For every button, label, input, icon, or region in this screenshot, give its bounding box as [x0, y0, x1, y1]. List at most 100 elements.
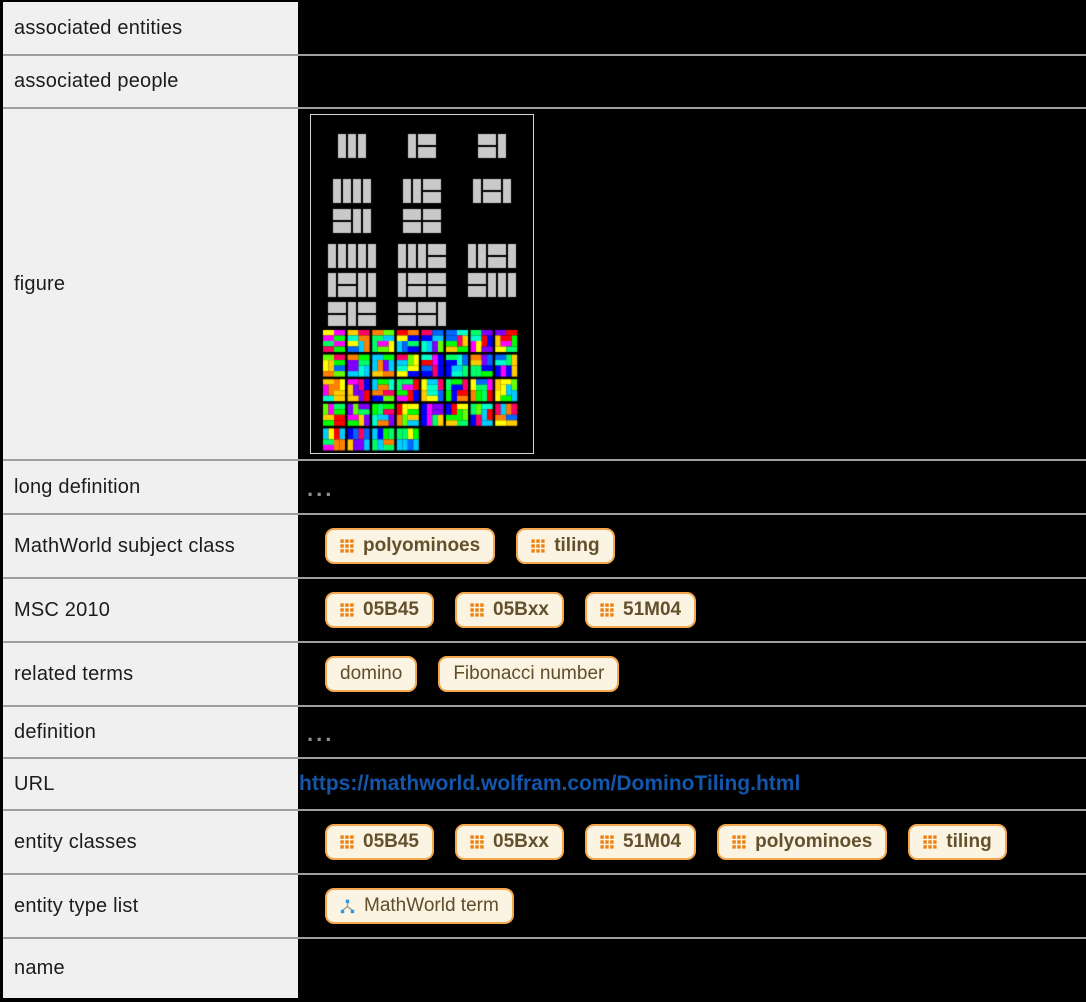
grid-icon: [531, 539, 545, 553]
grid-icon: [340, 603, 354, 617]
row-label: related terms: [14, 662, 134, 685]
row-label-cell: figure: [3, 109, 298, 459]
row-divider: [3, 705, 1086, 707]
badge-label: polyominoes: [363, 535, 481, 556]
url-link[interactable]: https://mathworld.wolfram.com/DominoTili…: [299, 772, 801, 795]
entity-badge[interactable]: 51M04: [585, 592, 697, 628]
table-row: URL https://mathworld.wolfram.com/DominoT…: [3, 759, 1086, 809]
row-label-cell: MSC 2010: [3, 579, 298, 641]
entity-badge[interactable]: tiling: [908, 824, 1007, 860]
entity-badge[interactable]: 05Bxx: [455, 824, 564, 860]
table-row: entity type list MathWorld term: [3, 875, 1086, 937]
entity-badge[interactable]: polyominoes: [717, 824, 888, 860]
entity-badge[interactable]: 05Bxx: [455, 592, 564, 628]
row-divider: [3, 54, 1086, 56]
badge-label: 05B45: [363, 599, 419, 620]
badge-label: 51M04: [623, 599, 682, 620]
row-divider: [3, 107, 1086, 109]
badge-label: Fibonacci number: [453, 663, 605, 684]
badge-label: MathWorld term: [364, 895, 499, 916]
row-value-cell: ...: [298, 461, 1086, 513]
grid-icon: [340, 539, 354, 553]
entity-badge[interactable]: 05B45: [325, 824, 434, 860]
grid-icon: [732, 835, 746, 849]
row-divider: [3, 757, 1086, 759]
row-divider: [3, 641, 1086, 643]
row-label: MathWorld subject class: [14, 534, 235, 557]
table-row: associated people: [3, 56, 1086, 107]
row-label: entity classes: [14, 830, 137, 853]
row-label: definition: [14, 720, 97, 743]
row-value-cell: [298, 2, 1086, 54]
row-value-cell: ...: [298, 707, 1086, 757]
row-label: long definition: [14, 475, 141, 498]
row-divider: [3, 577, 1086, 579]
table-row: definition...: [3, 707, 1086, 757]
badge-label: domino: [340, 663, 403, 684]
entity-badge[interactable]: MathWorld term: [325, 888, 514, 924]
grid-icon: [470, 603, 484, 617]
row-label-cell: MathWorld subject class: [3, 515, 298, 577]
row-label: associated entities: [14, 16, 183, 39]
grid-icon: [340, 835, 354, 849]
collapsed-value-ellipsis[interactable]: ...: [307, 476, 335, 501]
row-value-cell: [298, 56, 1086, 107]
collapsed-value-ellipsis[interactable]: ...: [307, 721, 335, 746]
badge-label: polyominoes: [755, 831, 873, 852]
row-label-cell: related terms: [3, 643, 298, 705]
grid-icon: [600, 835, 614, 849]
table-row: associated entities: [3, 2, 1086, 54]
table-row: related terms domino Fibonacci number: [3, 643, 1086, 705]
row-divider: [3, 809, 1086, 811]
badge-label: 51M04: [623, 831, 682, 852]
row-label-cell: name: [3, 939, 298, 998]
grid-icon: [470, 835, 484, 849]
entity-badge[interactable]: tiling: [516, 528, 615, 564]
row-value-cell: [298, 939, 1086, 998]
badge-label: tiling: [554, 535, 600, 556]
row-label-cell: associated entities: [3, 2, 298, 54]
badge-label: 05B45: [363, 831, 419, 852]
badge-label: 05Bxx: [493, 599, 549, 620]
row-label: name: [14, 957, 65, 979]
row-divider: [3, 513, 1086, 515]
row-value-cell: polyominoes tiling: [298, 515, 1086, 577]
table-row: name: [3, 939, 1086, 998]
table-row: entity classes 05B45 05Bxx 51M04 polyominoes…: [3, 811, 1086, 873]
figure-image: [310, 114, 534, 454]
badge-label: tiling: [946, 831, 992, 852]
row-value-cell: 05B45 05Bxx 51M04: [298, 579, 1086, 641]
row-label: MSC 2010: [14, 598, 111, 621]
table-row: MathWorld subject class polyominoes tiling: [3, 515, 1086, 577]
row-value-cell: 05B45 05Bxx 51M04 polyominoes tiling: [298, 811, 1086, 873]
row-label-cell: URL: [3, 759, 298, 809]
table-row: MSC 2010 05B45 05Bxx 51M04: [3, 579, 1086, 641]
row-value-cell: https://mathworld.wolfram.com/DominoTili…: [298, 759, 1086, 809]
table-row: figure: [3, 109, 1086, 459]
row-divider: [3, 873, 1086, 875]
entity-type-icon: [340, 899, 355, 913]
row-label: figure: [14, 272, 66, 295]
row-label: URL: [14, 772, 55, 795]
row-label: entity type list: [14, 894, 139, 917]
row-label-cell: entity type list: [3, 875, 298, 937]
row-divider: [3, 937, 1086, 939]
grid-icon: [600, 603, 614, 617]
row-label-cell: long definition: [3, 461, 298, 513]
row-value-cell: [298, 109, 1086, 459]
row-label: associated people: [14, 70, 179, 92]
row-label-cell: associated people: [3, 56, 298, 107]
table-row: long definition...: [3, 461, 1086, 513]
entity-badge[interactable]: 51M04: [585, 824, 697, 860]
row-divider: [3, 459, 1086, 461]
entity-badge[interactable]: domino: [325, 656, 418, 692]
row-value-cell: MathWorld term: [298, 875, 1086, 937]
row-label-cell: entity classes: [3, 811, 298, 873]
grid-icon: [923, 835, 937, 849]
badge-label: 05Bxx: [493, 831, 549, 852]
entity-badge[interactable]: polyominoes: [325, 528, 496, 564]
row-value-cell: domino Fibonacci number: [298, 643, 1086, 705]
entity-badge[interactable]: Fibonacci number: [438, 656, 620, 692]
entity-badge[interactable]: 05B45: [325, 592, 434, 628]
